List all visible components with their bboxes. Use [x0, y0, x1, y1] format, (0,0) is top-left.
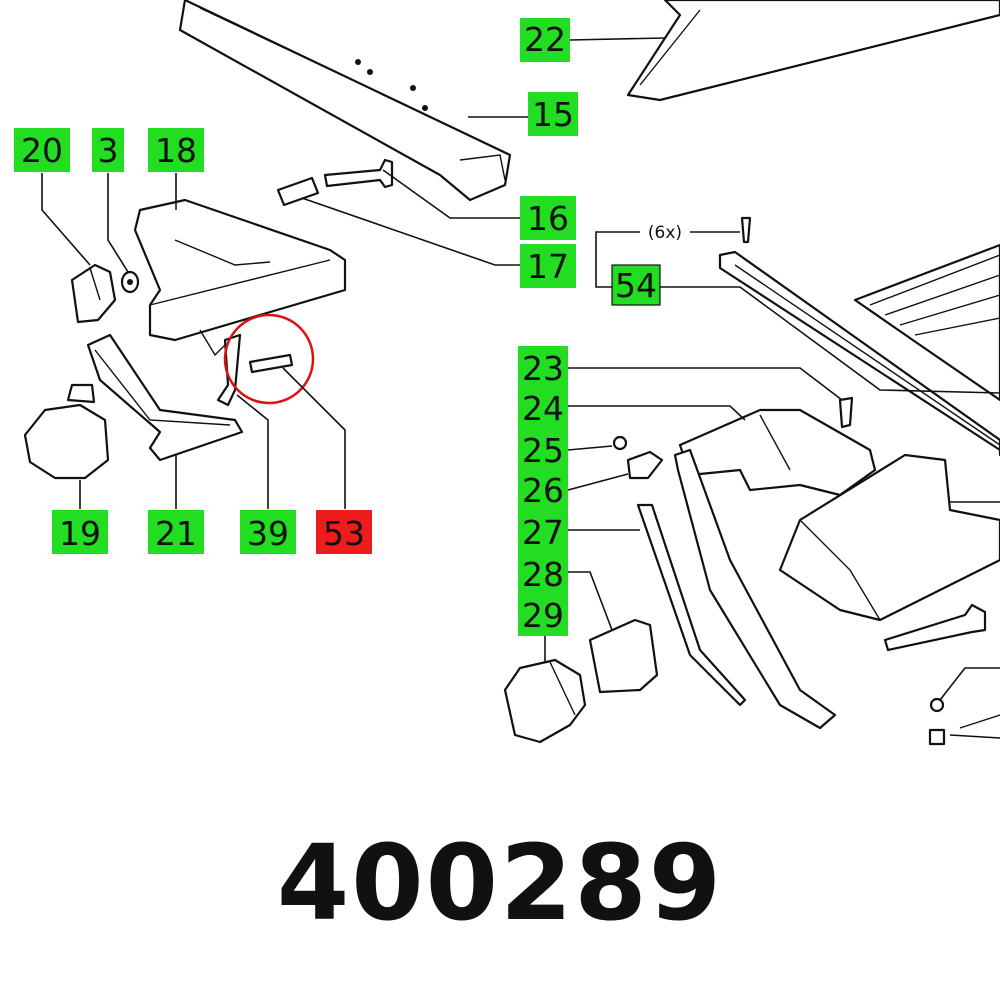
callout-25[interactable]: 25 — [518, 428, 568, 472]
part-clip-26 — [626, 450, 664, 480]
part-bracket-18 — [133, 198, 347, 342]
callout-39[interactable]: 39 — [240, 510, 296, 554]
svg-text:22: 22 — [524, 20, 566, 59]
leader-lines — [41, 37, 1000, 739]
svg-text:17: 17 — [527, 247, 569, 286]
callout-23[interactable]: 23 — [518, 346, 568, 390]
qty-note: (6x) — [648, 223, 682, 243]
part-bolt-right — [883, 603, 987, 652]
parts-drawing — [23, 0, 1000, 746]
callout-26[interactable]: 26 — [518, 468, 568, 512]
svg-text:16: 16 — [527, 199, 569, 238]
callout-28[interactable]: 28 — [518, 552, 568, 596]
part-knob-20 — [70, 263, 117, 324]
part-screw-23 — [838, 396, 854, 429]
part-lever-21 — [86, 333, 244, 462]
callout-18[interactable]: 18 — [148, 128, 204, 172]
part-number-title: 400289 — [276, 822, 724, 944]
callout-29[interactable]: 29 — [518, 594, 568, 636]
part-rail-15 — [178, 0, 512, 202]
svg-text:53: 53 — [323, 514, 365, 553]
svg-text:18: 18 — [155, 131, 197, 170]
callout-22[interactable]: 22 — [520, 18, 570, 62]
svg-text:15: 15 — [532, 95, 574, 134]
part-segment-curved — [673, 448, 837, 730]
callout-3[interactable]: 3 — [92, 128, 124, 172]
part-screw-25 — [612, 435, 628, 451]
callout-53[interactable]: 53 — [316, 510, 372, 554]
callout-24[interactable]: 24 — [518, 386, 568, 430]
part-cap-28 — [588, 618, 659, 694]
part-knob-29 — [503, 658, 587, 744]
part-knob-19 — [23, 403, 110, 480]
part-housing-right — [778, 453, 1000, 622]
callout-16[interactable]: 16 — [520, 196, 576, 240]
part-bolt-16 — [323, 158, 394, 189]
callout-17[interactable]: 17 — [520, 244, 576, 288]
callout-15[interactable]: 15 — [528, 92, 578, 136]
callout-20[interactable]: 20 — [14, 128, 70, 172]
callout-27[interactable]: 27 — [518, 510, 568, 554]
callout-labels: 22 15 20 3 18 16 17 (6x) 54 23 24 25 26 … — [14, 18, 682, 636]
svg-text:19: 19 — [59, 514, 101, 553]
svg-text:27: 27 — [522, 513, 564, 552]
svg-text:25: 25 — [522, 431, 564, 470]
svg-text:20: 20 — [21, 131, 63, 170]
svg-text:21: 21 — [155, 514, 197, 553]
svg-text:28: 28 — [522, 555, 564, 594]
part-wedge-22 — [626, 0, 1000, 102]
svg-text:54: 54 — [615, 266, 657, 305]
part-pin-39 — [216, 333, 242, 407]
part-sleeve-17 — [276, 176, 320, 207]
svg-text:26: 26 — [522, 471, 564, 510]
callout-21[interactable]: 21 — [148, 510, 204, 554]
svg-text:29: 29 — [522, 596, 564, 635]
svg-text:24: 24 — [522, 389, 564, 428]
part-nut-br — [928, 728, 946, 746]
part-scale-27 — [636, 503, 747, 707]
part-screw-6x — [740, 216, 752, 244]
svg-text:39: 39 — [247, 514, 289, 553]
part-table-top — [853, 243, 1000, 402]
callout-19[interactable]: 19 — [52, 510, 108, 554]
callout-54[interactable]: 54 — [611, 264, 661, 306]
part-roll-pin-53 — [248, 353, 294, 374]
svg-text:23: 23 — [522, 349, 564, 388]
svg-text:3: 3 — [98, 131, 119, 170]
highlight-circle — [223, 313, 315, 405]
part-small-screw-br — [929, 697, 945, 713]
